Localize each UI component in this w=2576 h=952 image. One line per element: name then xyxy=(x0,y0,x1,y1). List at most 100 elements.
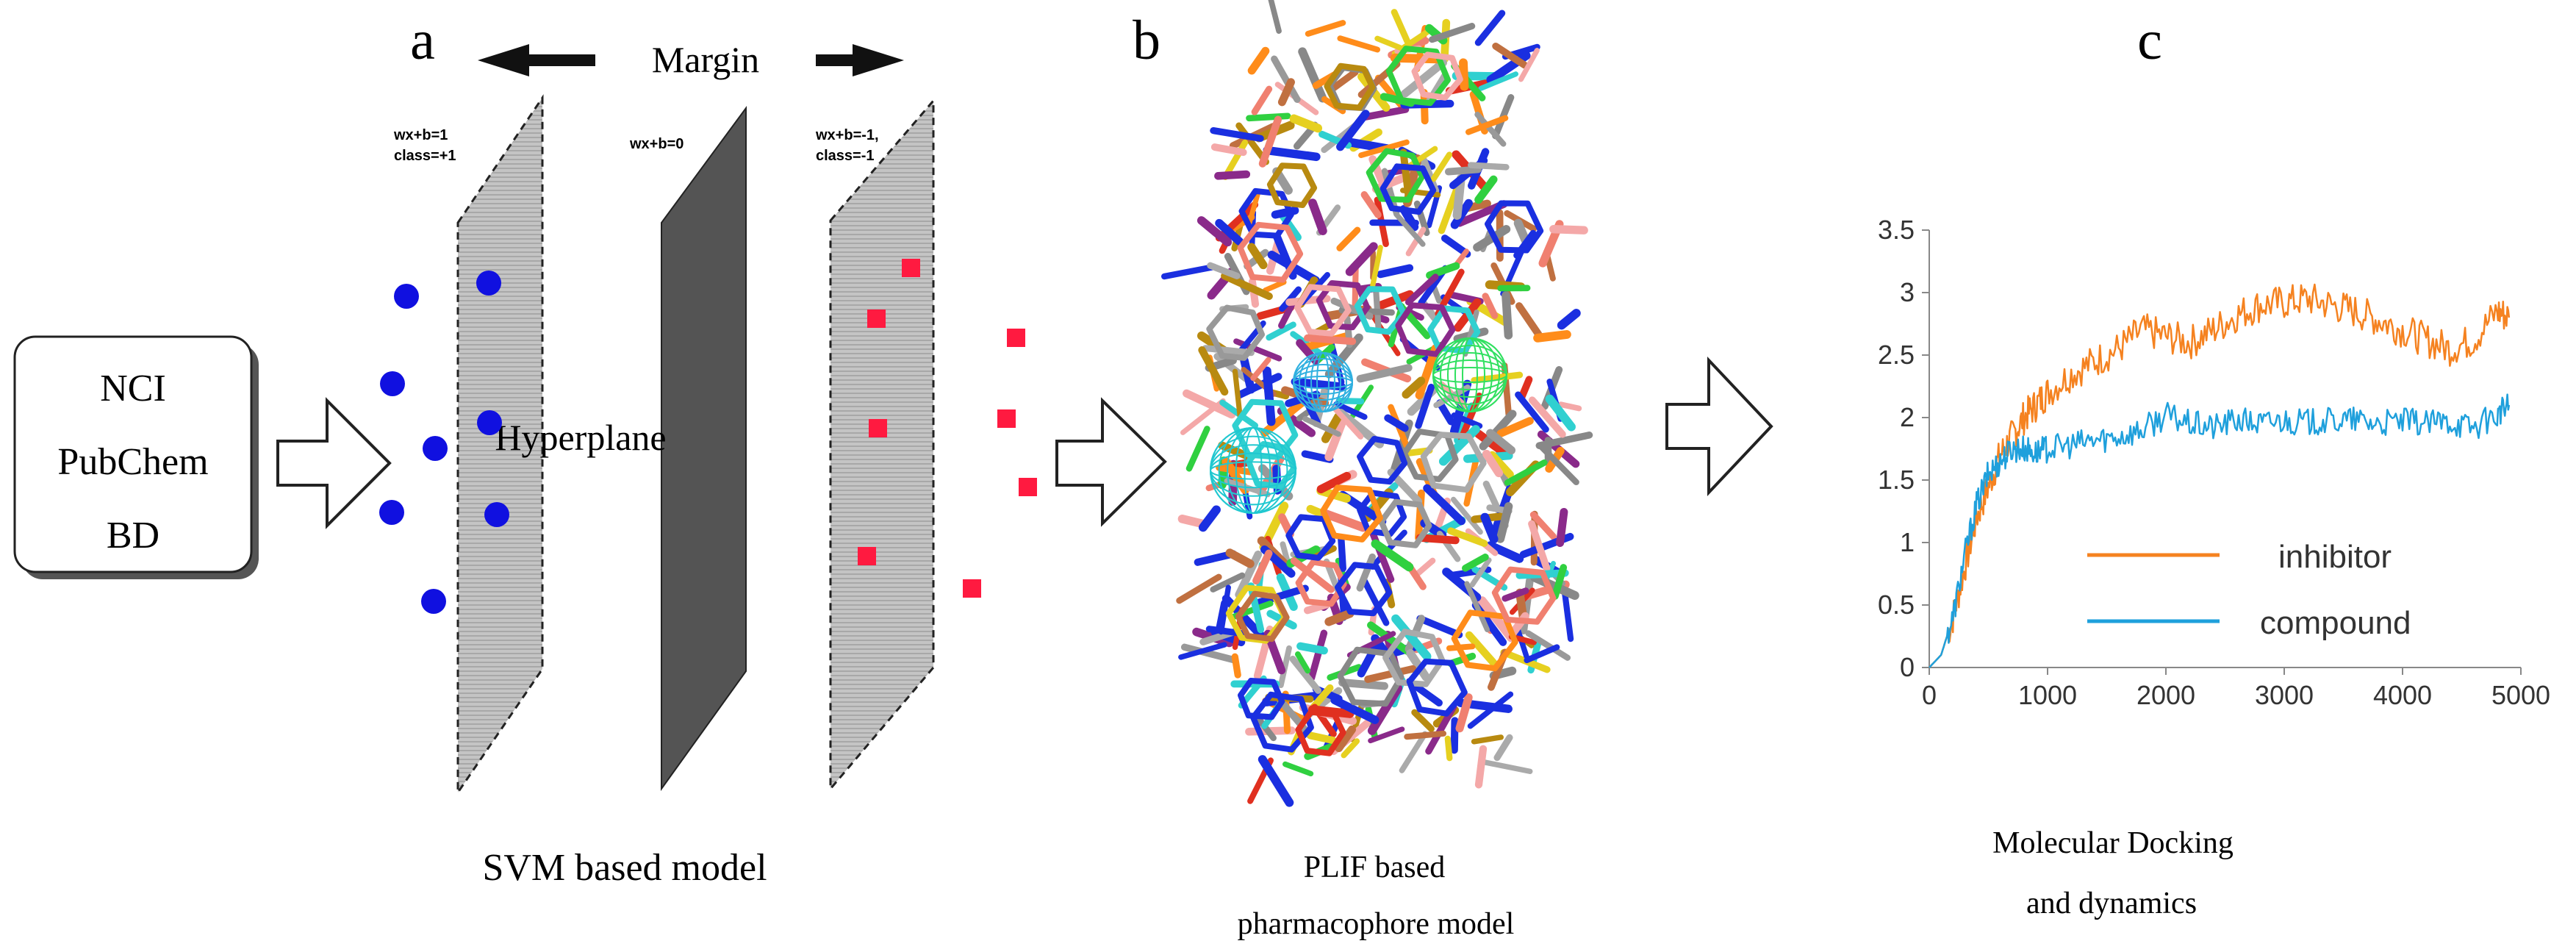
aromatic-ring xyxy=(1235,590,1290,643)
bond-stick xyxy=(1374,35,1404,51)
panel-label-b: b xyxy=(1133,10,1160,71)
bond-stick xyxy=(1328,68,1359,93)
bond-stick xyxy=(1210,143,1247,157)
bond-stick xyxy=(1429,23,1476,43)
bond-stick xyxy=(1359,106,1410,121)
bond-stick xyxy=(1202,345,1255,357)
pharmacophore-sphere xyxy=(1293,352,1353,412)
bond-stick xyxy=(1235,550,1263,599)
margin-arrow: Margin xyxy=(478,39,904,80)
bond-stick xyxy=(1545,394,1576,432)
hyperplane-label: Hyperplane xyxy=(495,417,666,458)
hyperplane-eq: wx+b=0 xyxy=(629,136,684,152)
aromatic-ring xyxy=(1238,187,1294,239)
aromatic-ring xyxy=(1237,221,1304,283)
bond-stick xyxy=(1341,738,1360,759)
source-bd: BD xyxy=(107,515,159,556)
pharmacophore-sphere xyxy=(1462,337,1478,412)
bond-stick xyxy=(1469,557,1492,588)
pharmacophore-sphere xyxy=(1210,427,1296,514)
aromatic-ring xyxy=(1378,498,1432,548)
y-tick-label: 1 xyxy=(1900,527,1915,557)
series-line-inhibitor xyxy=(1929,283,2511,668)
bond-stick xyxy=(1177,514,1209,529)
bond-stick xyxy=(1557,309,1581,330)
bond-stick xyxy=(1290,557,1335,593)
bond-stick xyxy=(1196,216,1233,247)
bond-stick xyxy=(1423,484,1465,526)
bond-stick xyxy=(1513,218,1530,246)
bond-stick xyxy=(1221,272,1273,301)
bond-stick xyxy=(1384,414,1409,432)
bond-stick xyxy=(1450,717,1459,754)
bond-stick xyxy=(1459,58,1469,91)
bond-stick xyxy=(1528,520,1551,572)
plane-positive-eq: wx+b=1 xyxy=(393,127,448,143)
bond-stick xyxy=(1482,293,1499,319)
bond-stick xyxy=(1525,630,1571,661)
bond-stick xyxy=(1493,734,1513,762)
bond-stick xyxy=(1524,644,1560,664)
bond-stick xyxy=(1198,505,1221,532)
margin-plane-positive xyxy=(456,94,544,796)
bond-stick xyxy=(1289,655,1322,694)
bond-stick xyxy=(1404,273,1439,306)
bond-stick xyxy=(1176,573,1222,604)
bond-stick xyxy=(1277,78,1295,107)
bond-stick xyxy=(1218,584,1231,635)
bond-stick xyxy=(1515,391,1549,433)
bond-stick xyxy=(1415,383,1435,429)
bond-stick xyxy=(1178,642,1227,660)
bond-stick xyxy=(1321,412,1343,443)
pharmacophore-sphere xyxy=(1432,337,1507,412)
data-sources-box: NCI PubChem BD xyxy=(13,335,259,579)
bond-stick xyxy=(1462,554,1489,572)
aromatic-ring xyxy=(1395,302,1456,357)
bond-stick xyxy=(1338,534,1346,572)
bond-stick xyxy=(1336,110,1370,151)
bond-stick xyxy=(1492,42,1529,69)
bond-stick xyxy=(1263,146,1321,162)
y-tick-label: 0 xyxy=(1900,652,1915,682)
bond-stick xyxy=(1357,637,1382,678)
chart-legend: inhibitor compound xyxy=(2087,539,2411,641)
bond-stick xyxy=(1335,725,1357,753)
negative-sample-point xyxy=(1007,329,1025,347)
positive-sample-point xyxy=(379,500,404,525)
caption-md-line2: and dynamics xyxy=(2026,887,2197,920)
caption-svm: SVM based model xyxy=(482,847,767,889)
bond-stick xyxy=(1515,302,1543,339)
x-tick-label: 1000 xyxy=(2018,680,2077,710)
plane-negative-class: class=-1 xyxy=(816,148,875,164)
bond-stick xyxy=(1210,572,1246,593)
bond-stick xyxy=(1268,0,1282,35)
bond-stick xyxy=(1160,263,1218,280)
aromatic-ring xyxy=(1357,436,1408,485)
aromatic-ring xyxy=(1238,678,1285,720)
bond-stick xyxy=(1391,9,1411,45)
aromatic-ring xyxy=(1295,709,1346,756)
bond-stick xyxy=(1496,502,1513,543)
bond-stick xyxy=(1307,731,1337,745)
aromatic-ring xyxy=(1382,629,1446,687)
plane-positive-class: class=+1 xyxy=(394,148,456,164)
bond-stick xyxy=(1278,301,1296,329)
x-tick-label: 2000 xyxy=(2136,680,2195,710)
bond-stick xyxy=(1416,615,1463,639)
positive-sample-point xyxy=(484,502,509,527)
bond-stick xyxy=(1477,596,1516,643)
bond-stick xyxy=(1474,429,1510,459)
bond-stick xyxy=(1262,366,1276,426)
source-nci: NCI xyxy=(100,368,166,409)
bond-stick xyxy=(1549,225,1588,235)
aromatic-ring xyxy=(1316,280,1371,331)
aromatic-ring xyxy=(1406,658,1468,717)
y-tick-label: 0.5 xyxy=(1878,590,1915,620)
aromatic-ring xyxy=(1324,62,1376,111)
bond-stick xyxy=(1198,346,1229,396)
aromatic-ring xyxy=(1335,562,1393,617)
bond-stick xyxy=(1324,609,1355,626)
bond-stick xyxy=(1316,471,1352,494)
positive-sample-point xyxy=(394,284,419,309)
